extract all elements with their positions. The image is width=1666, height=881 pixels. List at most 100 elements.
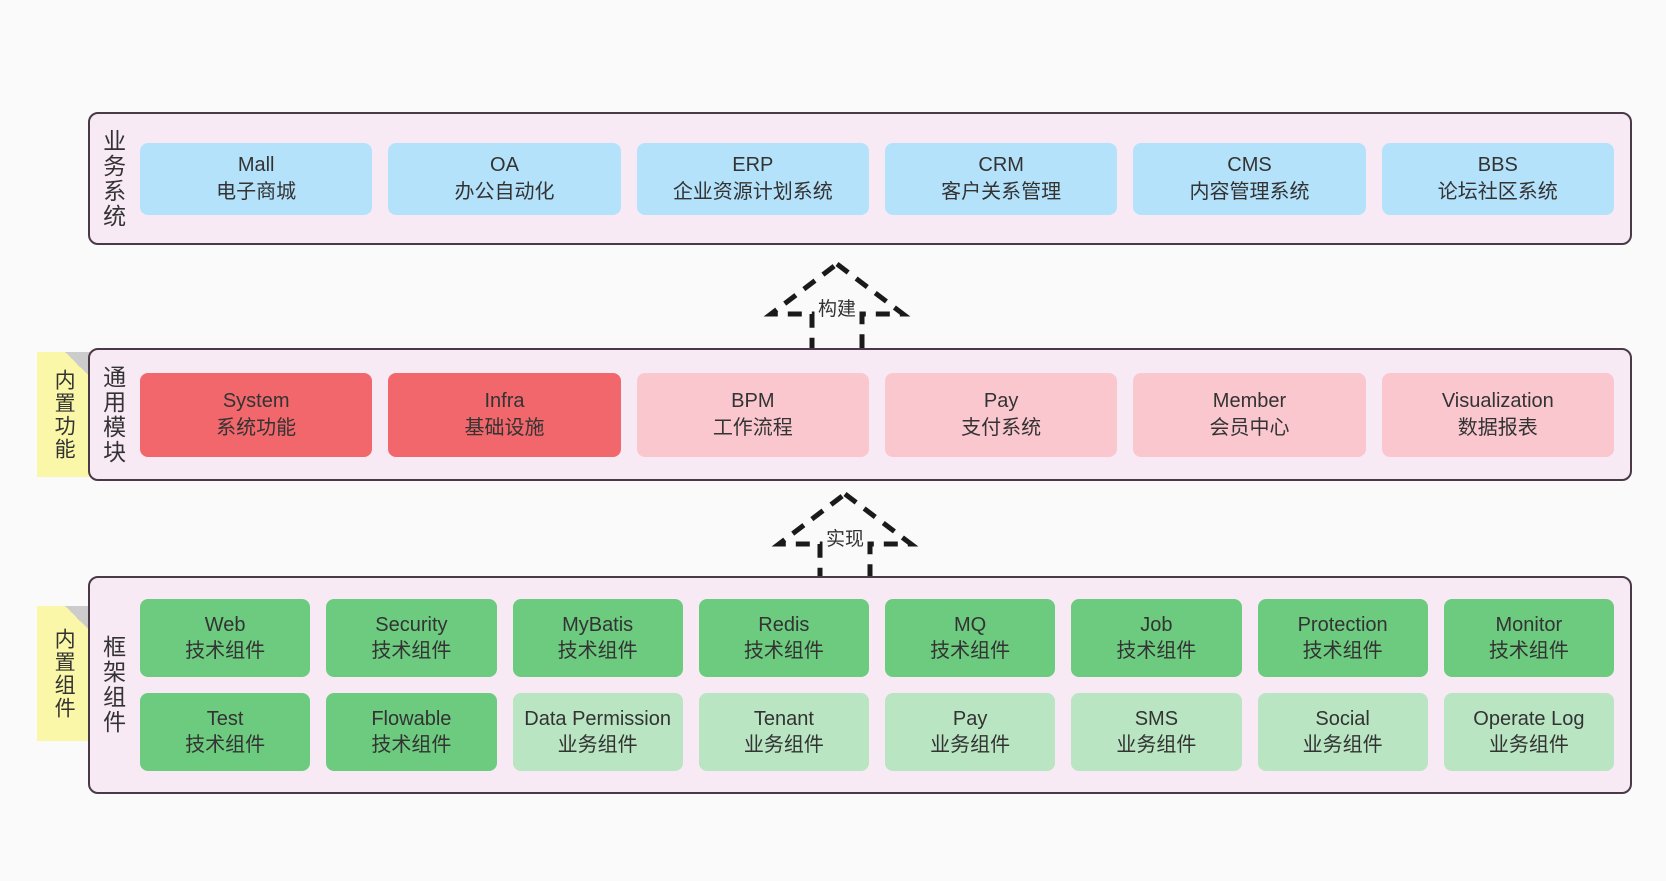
node-title: MyBatis	[562, 613, 634, 636]
node-title: Data Permission	[524, 707, 671, 730]
node-protection[interactable]: Protection 技术组件	[1257, 599, 1428, 677]
node-title: Security	[375, 613, 448, 636]
layer-body-business-system: Mall 电子商城 OA 办公自动化 ERP 企业资源计划系统 CRM 客户关系…	[134, 114, 1630, 243]
node-title: Operate Log	[1473, 707, 1585, 730]
node-subtitle: 内容管理系统	[1189, 180, 1310, 203]
node-subtitle: 技术组件	[743, 640, 824, 662]
connector-implement-arrow: 实现	[760, 488, 930, 588]
node-member[interactable]: Member 会员中心	[1133, 372, 1366, 457]
node-title: Mall	[237, 154, 275, 177]
node-title: Pay	[952, 707, 988, 730]
node-infra[interactable]: Infra 基础设施	[388, 372, 621, 457]
node-title: Member	[1212, 390, 1287, 413]
sticky-note-label: 内置功能	[52, 368, 76, 461]
node-title: CMS	[1227, 154, 1272, 177]
node-title: System	[222, 390, 290, 413]
connector-build-arrow: 构建	[752, 258, 922, 358]
node-bpm[interactable]: BPM 工作流程	[636, 372, 869, 457]
sticky-note-label: 内置组件	[52, 627, 76, 720]
node-subtitle: 技术组件	[185, 734, 266, 756]
node-mybatis[interactable]: MyBatis 技术组件	[512, 599, 683, 677]
node-title: Job	[1140, 613, 1173, 636]
node-operate-log[interactable]: Operate Log 业务组件	[1443, 693, 1614, 771]
framework-node-row-1: Web 技术组件 Security 技术组件 MyBatis 技术组件 Redi…	[140, 599, 1614, 677]
page-fold-icon	[65, 352, 90, 377]
node-title: Redis	[758, 613, 810, 636]
node-monitor[interactable]: Monitor 技术组件	[1443, 599, 1614, 677]
node-title: Tenant	[753, 707, 814, 730]
node-subtitle: 业务组件	[1488, 734, 1569, 756]
node-subtitle: 技术组件	[930, 640, 1011, 662]
node-title: Web	[204, 613, 246, 636]
node-social[interactable]: Social 业务组件	[1257, 693, 1428, 771]
node-bbs[interactable]: BBS 论坛社区系统	[1381, 142, 1614, 215]
node-title: CRM	[978, 154, 1024, 177]
node-title: BBS	[1477, 154, 1518, 177]
node-subtitle: 办公自动化	[454, 180, 555, 203]
module-node-row: System 系统功能 Infra 基础设施 BPM 工作流程 Pay 支付系统…	[140, 372, 1614, 457]
layer-common-modules: 通用模块 System 系统功能 Infra 基础设施 BPM 工作流程 Pay	[88, 348, 1632, 481]
node-subtitle: 电子商城	[216, 180, 297, 203]
node-subtitle: 业务组件	[930, 734, 1011, 756]
layer-title-business-system: 业务系统	[99, 128, 126, 229]
page-fold-icon	[65, 606, 90, 631]
node-tenant[interactable]: Tenant 业务组件	[698, 693, 869, 771]
node-title: ERP	[732, 154, 774, 177]
node-visualization[interactable]: Visualization 数据报表	[1381, 372, 1614, 457]
node-subtitle: 支付系统	[961, 416, 1042, 439]
node-title: MQ	[954, 613, 987, 636]
node-title: Visualization	[1441, 390, 1554, 413]
node-mall[interactable]: Mall 电子商城	[140, 142, 373, 215]
node-subtitle: 技术组件	[371, 640, 452, 662]
node-sms[interactable]: SMS 业务组件	[1071, 693, 1242, 771]
node-title: OA	[490, 154, 519, 177]
node-subtitle: 基础设施	[464, 416, 545, 439]
node-title: Pay	[983, 390, 1019, 413]
node-flowable[interactable]: Flowable 技术组件	[326, 693, 497, 771]
node-subtitle: 业务组件	[1302, 734, 1383, 756]
node-subtitle: 技术组件	[1488, 640, 1569, 662]
node-data-permission[interactable]: Data Permission 业务组件	[512, 693, 683, 771]
node-subtitle: 论坛社区系统	[1437, 180, 1558, 203]
node-subtitle: 企业资源计划系统	[672, 180, 833, 203]
node-subtitle: 数据报表	[1457, 416, 1538, 439]
node-title: Test	[206, 707, 244, 730]
node-erp[interactable]: ERP 企业资源计划系统	[636, 142, 869, 215]
node-subtitle: 技术组件	[371, 734, 452, 756]
node-subtitle: 业务组件	[743, 734, 824, 756]
layer-body-framework-components: Web 技术组件 Security 技术组件 MyBatis 技术组件 Redi…	[134, 578, 1630, 792]
business-node-row: Mall 电子商城 OA 办公自动化 ERP 企业资源计划系统 CRM 客户关系…	[140, 142, 1614, 215]
build-arrow-icon	[763, 260, 911, 357]
node-subtitle: 技术组件	[185, 640, 266, 662]
node-subtitle: 技术组件	[557, 640, 638, 662]
sticky-note-builtin-components: 内置组件	[37, 606, 90, 741]
node-subtitle: 系统功能	[216, 416, 297, 439]
node-job[interactable]: Job 技术组件	[1071, 599, 1242, 677]
implement-arrow-icon	[771, 490, 919, 587]
node-cms[interactable]: CMS 内容管理系统	[1133, 142, 1366, 215]
node-pay[interactable]: Pay 支付系统	[884, 372, 1118, 457]
node-pay-component[interactable]: Pay 业务组件	[885, 693, 1056, 771]
node-oa[interactable]: OA 办公自动化	[388, 142, 621, 215]
node-title: Flowable	[371, 707, 452, 730]
node-title: Infra	[484, 390, 525, 413]
node-system[interactable]: System 系统功能	[140, 372, 373, 457]
node-security[interactable]: Security 技术组件	[326, 599, 497, 677]
node-web[interactable]: Web 技术组件	[140, 599, 311, 677]
node-test[interactable]: Test 技术组件	[140, 693, 311, 771]
node-title: Protection	[1297, 613, 1388, 636]
node-title: BPM	[731, 390, 775, 413]
layer-title-framework-components: 框架组件	[99, 635, 126, 735]
node-subtitle: 技术组件	[1116, 640, 1197, 662]
node-crm[interactable]: CRM 客户关系管理	[884, 142, 1118, 215]
node-subtitle: 技术组件	[1302, 640, 1383, 662]
layer-title-common-modules: 通用模块	[99, 364, 126, 465]
layer-body-common-modules: System 系统功能 Infra 基础设施 BPM 工作流程 Pay 支付系统…	[134, 350, 1630, 479]
sticky-note-builtin-features: 内置功能	[37, 352, 90, 477]
layer-framework-components: 框架组件 Web 技术组件 Security 技术组件 MyBatis 技术组件…	[88, 576, 1632, 794]
node-title: Social	[1315, 707, 1370, 730]
node-title: SMS	[1134, 707, 1179, 730]
node-mq[interactable]: MQ 技术组件	[885, 599, 1056, 677]
node-redis[interactable]: Redis 技术组件	[698, 599, 869, 677]
